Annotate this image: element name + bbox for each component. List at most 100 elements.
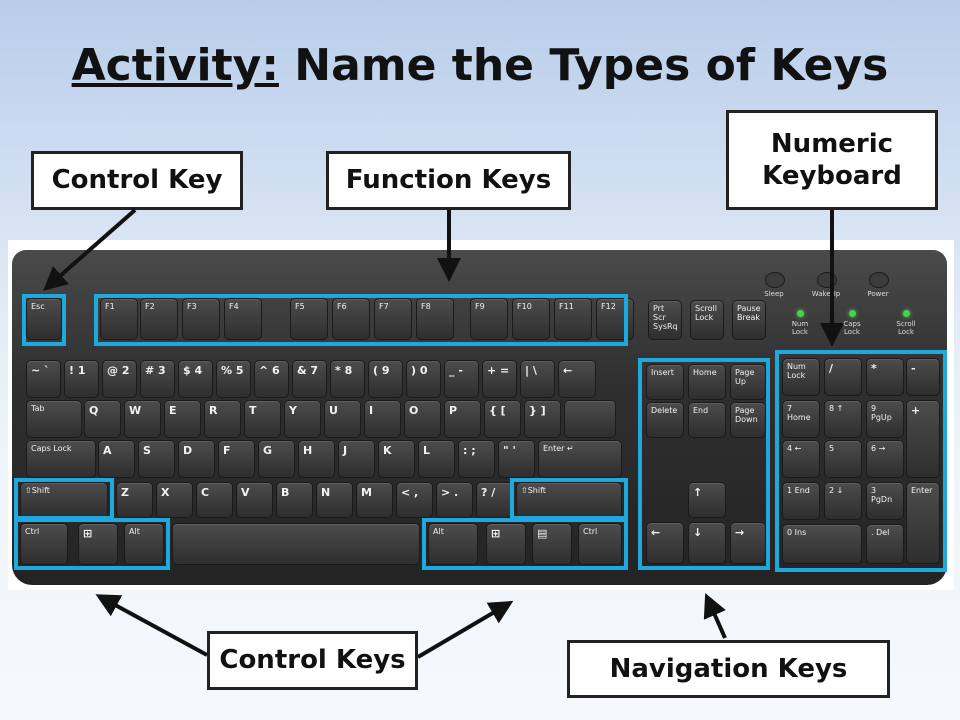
key-num-6: 6 → [866, 440, 904, 478]
key-row2-7: U [324, 400, 361, 438]
key-row4-5: B [276, 482, 313, 518]
indicator-light-0 [797, 310, 804, 317]
key-num-7: 7 Home [782, 400, 820, 438]
key-row2-5: T [244, 400, 281, 438]
key-f9: F9 [470, 298, 508, 340]
key-f11: F11 [554, 298, 592, 340]
key-row4-4: V [236, 482, 273, 518]
key-f6: F6 [332, 298, 370, 340]
key-f10: F10 [512, 298, 550, 340]
highlight-navigation [638, 358, 770, 570]
key-row4-7: M [356, 482, 393, 518]
key-right-ctrl: Ctrl [578, 523, 622, 565]
key-enter: Enter ↵ [538, 440, 622, 478]
label-control-key-text: Control Key [51, 165, 223, 196]
key-row2-9: O [404, 400, 441, 438]
key-row1-14: ← [558, 360, 596, 398]
key-num-4: 4 ← [782, 440, 820, 478]
key-row1-6: ^ 6 [254, 360, 289, 398]
key-home: Home [688, 364, 726, 400]
key-left-ctrl: Ctrl [20, 523, 68, 565]
key-f7: F7 [374, 298, 412, 340]
key-row4-3: C [196, 482, 233, 518]
key-num-lock: Num Lock [782, 358, 820, 396]
highlight-esc [22, 294, 66, 346]
key-num-9: 9 PgUp [866, 400, 904, 438]
label-control-keys-text: Control Keys [219, 645, 406, 676]
key-space [172, 523, 420, 565]
key-f1: F1 [100, 298, 138, 340]
key-f3: F3 [182, 298, 220, 340]
label-control-keys: Control Keys [207, 631, 418, 690]
key-row3-2: S [138, 440, 175, 478]
key-row1-13: | \ [520, 360, 555, 398]
key-num-2: 2 ↓ [824, 482, 862, 520]
key-num-5: 5 [824, 440, 862, 478]
key-pause: Pause Break [732, 300, 766, 340]
key-left-alt: Alt [124, 523, 164, 565]
key-num-decimal: . Del [866, 524, 904, 564]
key-esc: Esc [26, 298, 62, 340]
key-num-enter: Enter [906, 482, 940, 564]
key-arrow-left: ← [646, 522, 684, 564]
key-insert: Insert [646, 364, 684, 400]
key-row1-11: _ - [444, 360, 479, 398]
key-row2-11: { [ [484, 400, 521, 438]
key-row4-9: > . [436, 482, 473, 518]
key-row2-4: R [204, 400, 241, 438]
arrow-navigation [703, 593, 727, 639]
key-scroll-lock: Scroll Lock [690, 300, 724, 340]
key-row3-6: H [298, 440, 335, 478]
power-button-0 [765, 272, 785, 288]
key-num-minus: - [906, 358, 940, 396]
key-f2: F2 [140, 298, 178, 340]
key-row3-11: " ' [498, 440, 535, 478]
key-num-multiply: * [866, 358, 904, 396]
power-label-0: Sleep [764, 290, 784, 298]
key-row2-12: } ] [524, 400, 561, 438]
key-row2-2: W [124, 400, 161, 438]
key-row3-10: : ; [458, 440, 495, 478]
arrow-control-key [42, 208, 137, 291]
key-arrow-right: → [730, 522, 766, 564]
key-row1-10: ) 0 [406, 360, 441, 398]
key-row1-1: ! 1 [64, 360, 99, 398]
key-row1-7: & 7 [292, 360, 327, 398]
key-row1-4: $ 4 [178, 360, 213, 398]
key-f4: F4 [224, 298, 262, 340]
key-end: End [688, 402, 726, 438]
key-num-1: 1 End [782, 482, 820, 520]
key-num-plus: + [906, 400, 940, 478]
highlight-numeric [775, 350, 947, 572]
key-row3-4: F [218, 440, 255, 478]
highlight-function-keys [94, 294, 628, 346]
key-arrow-down: ↓ [688, 522, 726, 564]
key-row2-10: P [444, 400, 481, 438]
key-left-win: ⊞ [78, 523, 118, 565]
highlight-right-bottom [422, 518, 628, 570]
page-title: Activity: Name the Types of Keys [0, 40, 960, 91]
title-rest: Name the Types of Keys [278, 40, 889, 91]
key-num-8: 8 ↑ [824, 400, 862, 438]
title-prefix: Activity: [71, 40, 279, 91]
arrow-control-keys-left [95, 594, 208, 657]
key-right-win: ⊞ [486, 523, 526, 565]
label-numeric-line1: Numeric [770, 128, 894, 159]
label-navigation-keys-text: Navigation Keys [609, 653, 848, 684]
key-row1-2: @ 2 [102, 360, 137, 398]
key-row2-1: Q [84, 400, 121, 438]
key-row3-9: L [418, 440, 455, 478]
key-row4-10: ? / [476, 482, 513, 518]
key-row4-6: N [316, 482, 353, 518]
highlight-left-bottom [14, 518, 170, 570]
key-row1-12: + = [482, 360, 517, 398]
key-row4-8: < , [396, 482, 433, 518]
indicator-light-1 [849, 310, 856, 317]
key-backslash-area [564, 400, 616, 438]
key-print-screen: Prt Scr SysRq [648, 300, 682, 340]
key-row2-3: E [164, 400, 201, 438]
key-row3-3: D [178, 440, 215, 478]
key-tab: Tab [26, 400, 82, 438]
